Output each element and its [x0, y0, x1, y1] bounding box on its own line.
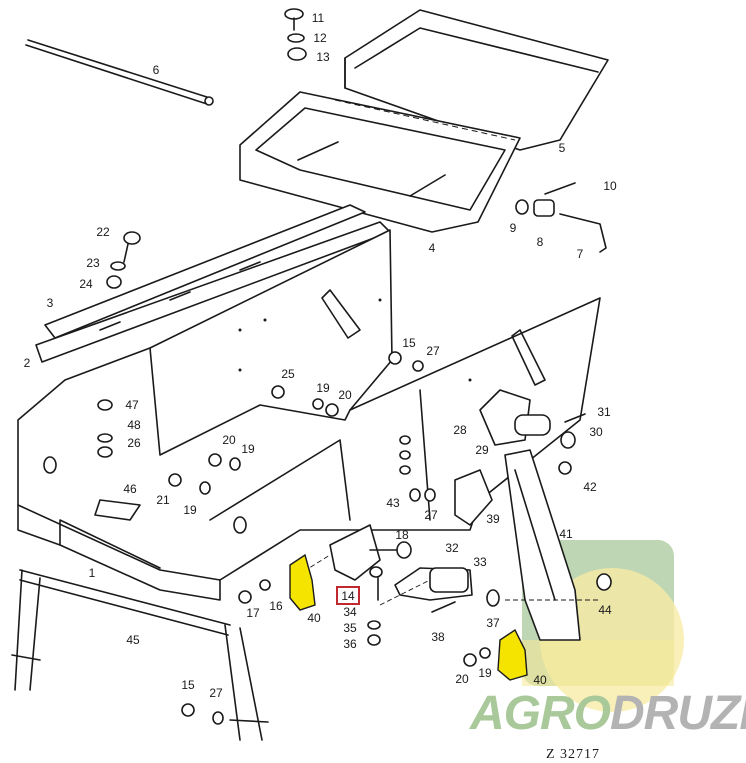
- part-label[interactable]: 8: [537, 235, 544, 249]
- strip-part-2-3: [35, 204, 391, 363]
- part-label[interactable]: 43: [386, 496, 400, 510]
- part-label[interactable]: 32: [445, 541, 459, 555]
- watermark-agro: AGRO: [470, 687, 611, 740]
- part-label[interactable]: 34: [343, 605, 357, 619]
- part-label[interactable]: 5: [559, 141, 566, 155]
- part-label[interactable]: 7: [577, 247, 584, 261]
- part-label[interactable]: 39: [486, 512, 500, 526]
- part-label[interactable]: 28: [453, 423, 467, 437]
- drawing-reference: Z 32717: [546, 747, 601, 762]
- pin-spring-part-7-10: [515, 182, 607, 253]
- part-label[interactable]: 48: [127, 418, 141, 432]
- part-label[interactable]: 27: [209, 686, 223, 700]
- part-label[interactable]: 13: [316, 50, 330, 64]
- part-label[interactable]: 30: [589, 425, 603, 439]
- part-label[interactable]: 33: [473, 555, 487, 569]
- watermark: AGRODRUZI: [470, 690, 746, 738]
- part-label[interactable]: 22: [96, 225, 110, 239]
- part-label[interactable]: 2: [24, 356, 31, 370]
- part-label[interactable]: 20: [338, 388, 352, 402]
- part-label[interactable]: 40: [533, 673, 547, 687]
- stand-part-45: [11, 569, 269, 741]
- part-label[interactable]: 45: [126, 633, 140, 647]
- rod-part-6: [25, 39, 214, 106]
- highlight-box: [336, 586, 360, 605]
- part-label[interactable]: 1: [89, 566, 96, 580]
- bearing-half-part-40: [289, 553, 316, 611]
- part-label[interactable]: 20: [222, 433, 236, 447]
- part-label[interactable]: 19: [241, 442, 255, 456]
- part-label[interactable]: 6: [153, 63, 160, 77]
- part-label[interactable]: 41: [559, 527, 573, 541]
- part-label[interactable]: 19: [183, 503, 197, 517]
- part-label[interactable]: 38: [431, 630, 445, 644]
- bearing-part-28-31: [479, 389, 586, 449]
- bearing-half-part-40-lower: [497, 628, 528, 681]
- part-label[interactable]: 20: [455, 672, 469, 686]
- shaft-part-32-33: [367, 566, 500, 646]
- part-label[interactable]: 37: [486, 616, 500, 630]
- bolt-part-11-13: [284, 8, 307, 61]
- part-label[interactable]: 24: [79, 277, 93, 291]
- part-label[interactable]: 18: [395, 528, 409, 542]
- tray-part-4: [239, 91, 521, 233]
- part-label[interactable]: 19: [316, 381, 330, 395]
- part-label[interactable]: 27: [426, 344, 440, 358]
- part-label[interactable]: 15: [402, 336, 416, 350]
- part-label[interactable]: 25: [281, 367, 295, 381]
- part-label[interactable]: 40: [307, 611, 321, 625]
- part-label[interactable]: 23: [86, 256, 100, 270]
- highlighted-part-label[interactable]: 14: [341, 589, 355, 603]
- part-label[interactable]: 12: [313, 31, 327, 45]
- bracket-part-39: [454, 469, 493, 526]
- part-label[interactable]: 3: [47, 296, 54, 310]
- part-label[interactable]: 27: [424, 508, 438, 522]
- part-label[interactable]: 26: [127, 436, 141, 450]
- part-label[interactable]: 21: [156, 493, 170, 507]
- part-label[interactable]: 15: [181, 678, 195, 692]
- part-label[interactable]: 29: [475, 443, 489, 457]
- part-label[interactable]: 19: [478, 666, 492, 680]
- fasteners: [97, 351, 612, 725]
- part-label[interactable]: 9: [510, 221, 517, 235]
- part-label[interactable]: 47: [125, 398, 139, 412]
- clamp-part-14: [329, 524, 412, 581]
- part-label[interactable]: 44: [598, 603, 612, 617]
- part-label[interactable]: 46: [123, 482, 137, 496]
- part-label[interactable]: 16: [269, 599, 283, 613]
- part-label[interactable]: 17: [246, 606, 260, 620]
- part-number-labels: 11 12 13 6 5 10 9 8 7 4 22 23 24 3 2 15 …: [24, 11, 617, 700]
- part-label[interactable]: 11: [312, 11, 325, 25]
- part-label[interactable]: 36: [343, 637, 357, 651]
- part-label[interactable]: 35: [343, 621, 357, 635]
- tray-part-5: [344, 9, 609, 151]
- part-label[interactable]: 4: [429, 241, 436, 255]
- part-label[interactable]: 31: [597, 405, 611, 419]
- watermark-druzi: DRUZI: [610, 687, 746, 740]
- part-label[interactable]: 10: [603, 179, 617, 193]
- part-label[interactable]: 42: [583, 480, 597, 494]
- bolt-part-22-24: [106, 231, 141, 289]
